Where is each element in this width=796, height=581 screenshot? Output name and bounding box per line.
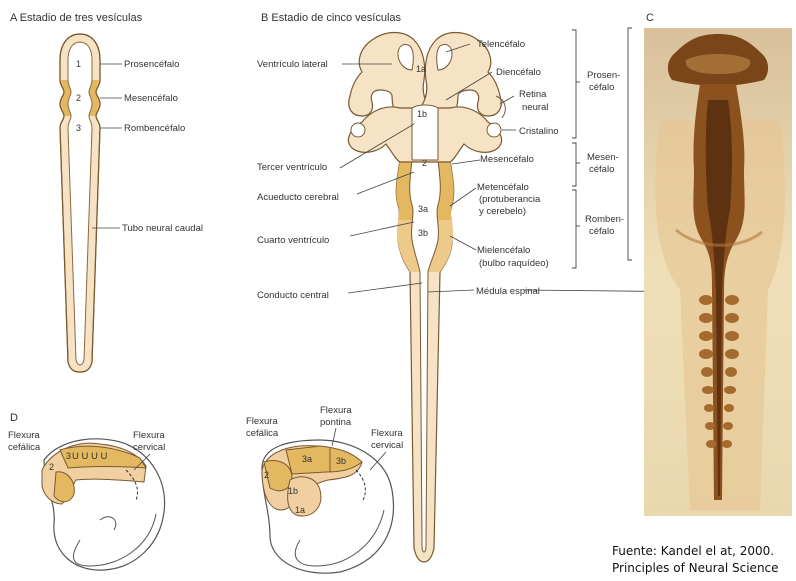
- label-y-cerebelo: y cerebelo): [479, 206, 526, 217]
- vesicle-number-1a: 1a: [416, 64, 426, 74]
- label-ventriculo-lateral: Ventrículo lateral: [257, 59, 328, 70]
- d-right-number-3b: 3b: [336, 456, 346, 466]
- panel-d-title: D: [10, 412, 18, 424]
- d-left-ventricle-marks: U U U U: [72, 451, 108, 462]
- embryo-flexure-right: [262, 440, 393, 573]
- label-diencefalo: Diencéfalo: [496, 67, 541, 78]
- label-medula-espinal: Médula espinal: [476, 286, 540, 297]
- label-mielencefalo: Mielencéfalo: [477, 245, 530, 256]
- label-mesencefalo-b: Mesencéfalo: [480, 154, 534, 165]
- label-tercer-ventriculo: Tercer ventrículo: [257, 162, 327, 173]
- vesicle-number-2: 2: [76, 93, 81, 103]
- d-right-number-1b: 1b: [288, 486, 298, 496]
- bracket-romben: Romben-: [585, 214, 624, 225]
- label-cuarto-ventriculo: Cuarto ventrículo: [257, 235, 329, 246]
- d-right-label-flexura-2: Flexura: [320, 405, 352, 416]
- label-conducto-central: Conducto central: [257, 290, 329, 301]
- embryo-photo: [644, 28, 792, 516]
- bracket-romben-cefalo: céfalo: [589, 226, 614, 237]
- d-right-number-3a: 3a: [302, 454, 312, 464]
- label-metencefalo: Metencéfalo: [477, 182, 529, 193]
- d-left-label-flexura-2: Flexura: [133, 430, 165, 441]
- d-right-number-2: 2: [264, 470, 269, 480]
- label-tubo-neural-caudal: Tubo neural caudal: [122, 223, 203, 234]
- label-bulbo-raquideo: (bulbo raquídeo): [479, 258, 549, 269]
- label-protuberancia: (protuberancia: [479, 194, 541, 205]
- d-left-number-2: 2: [49, 462, 54, 472]
- d-left-label-cefalica: cefálica: [8, 442, 41, 453]
- label-mesencefalo: Mesencéfalo: [124, 93, 178, 104]
- label-acueducto-cerebral: Acueducto cerebral: [257, 192, 339, 203]
- label-retina: Retina: [519, 89, 547, 100]
- vesicle-number-3: 3: [76, 123, 81, 133]
- d-left-label-flexura-1: Flexura: [8, 430, 40, 441]
- vesicle-number-2b: 2: [422, 158, 427, 168]
- d-right-label-flexura-1: Flexura: [246, 416, 278, 427]
- source-citation: Fuente: Kandel el at, 2000. Principles o…: [612, 543, 779, 577]
- bracket-mesen: Mesen-: [587, 152, 619, 163]
- label-cristalino: Cristalino: [519, 126, 559, 137]
- panel-c-title: C: [646, 12, 654, 24]
- vesicle-number-3a: 3a: [418, 204, 428, 214]
- bracket-prosen: Prosen-: [587, 70, 620, 81]
- vesicle-number-1: 1: [76, 59, 81, 69]
- d-right-label-pontina: pontina: [320, 417, 352, 428]
- d-right-label-cefalica: cefálica: [246, 428, 279, 439]
- source-line-2: Principles of Neural Science: [612, 560, 779, 577]
- three-vesicle-tube: [60, 34, 100, 372]
- label-rombencefalo: Rombencéfalo: [124, 123, 185, 134]
- d-left-number-3: 3: [66, 451, 71, 461]
- label-prosencefalo: Prosencéfalo: [124, 59, 179, 70]
- d-right-label-cervical: cervical: [371, 440, 403, 451]
- label-telencefalo: Telencéfalo: [477, 39, 525, 50]
- d-right-number-1a: 1a: [295, 505, 305, 515]
- bracket-prosen-cefalo: céfalo: [589, 82, 614, 93]
- d-left-label-cervical: cervical: [133, 442, 165, 453]
- panel-a-title: A Estadio de tres vesículas: [10, 12, 143, 24]
- source-line-1: Fuente: Kandel el at, 2000.: [612, 543, 779, 560]
- vesicle-number-1b: 1b: [417, 109, 427, 119]
- label-neural: neural: [522, 102, 548, 113]
- d-right-label-flexura-3: Flexura: [371, 428, 403, 439]
- panel-b-title: B Estadio de cinco vesículas: [261, 12, 402, 24]
- bracket-mesen-cefalo: céfalo: [589, 164, 614, 175]
- vesicle-number-3b: 3b: [418, 228, 428, 238]
